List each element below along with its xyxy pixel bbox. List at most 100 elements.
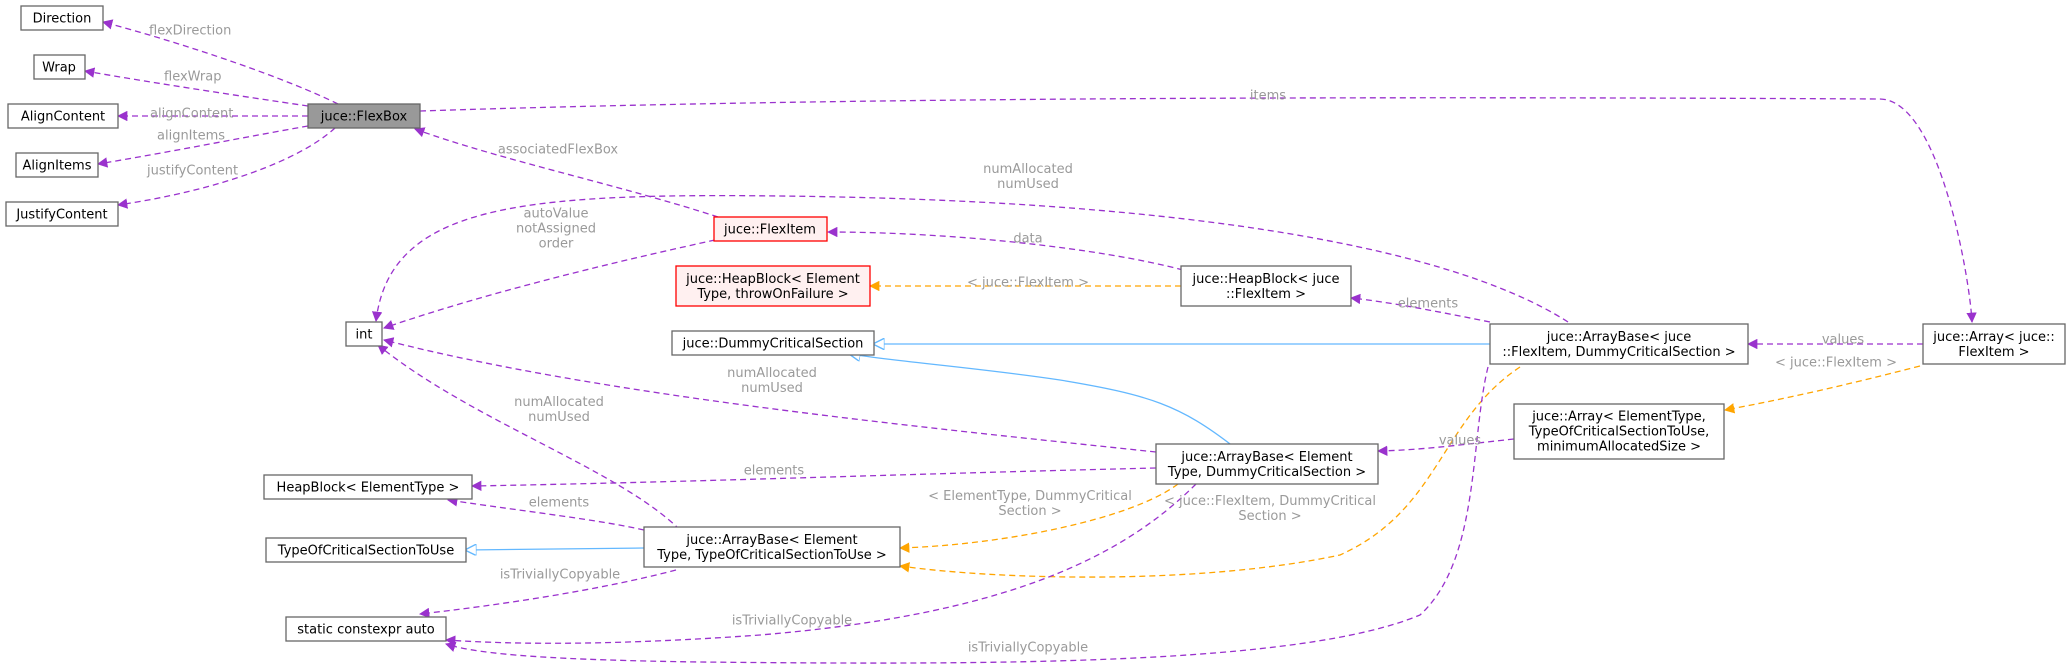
label-data: data [1013,232,1042,247]
text-line: < juce::FlexItem > [1775,356,1897,371]
text-line: juce::ArrayBase< Element [685,533,857,548]
text-line: juce::Array< juce:: [1932,330,2055,345]
text-line: values [1439,434,1482,449]
label-flexitem-template-2: < juce::FlexItem > [1775,356,1897,371]
text-line: numUsed [741,381,803,396]
text-line: flexDirection [149,24,231,39]
edge-values-mid [1376,438,1515,456]
text-line: Section > [998,504,1061,519]
edge-justify-content [116,127,336,209]
label-justify-content: justifyContent [146,164,238,179]
text-line: flexWrap [164,70,221,85]
text-line: numUsed [997,177,1059,192]
text-line: Wrap [42,61,76,76]
label-flex-direction: flexDirection [149,24,231,39]
node-heapblock-elementtype[interactable]: HeapBlock< ElementType > [263,474,473,500]
text-line: int [356,328,373,343]
text-line: juce::ArrayBase< juce [1546,330,1691,345]
text-line: Type, throwOnFailure > [696,287,848,302]
svg-text:juce::FlexItem: juce::FlexItem [723,223,816,238]
text-line: < ElementType, DummyCritical [928,489,1132,504]
text-line: alignItems [157,129,225,144]
node-direction[interactable]: Direction [20,5,104,31]
edge-associated-flexbox [414,127,719,218]
edge-trivially-copyable-1 [418,569,677,619]
node-arraybase-flexitem[interactable]: juce::ArrayBase< juce::FlexItem, DummyCr… [1489,323,1749,365]
label-flexitem-template: < juce::FlexItem > [967,276,1089,291]
label-trivially-copyable-2: isTriviallyCopyable [732,614,852,629]
text-line: associatedFlexBox [498,143,619,158]
edge-auto-value [383,239,716,330]
edge-num-allocated-mid [382,337,1157,453]
svg-text:Direction: Direction [33,12,92,27]
text-line: Type, DummyCriticalSection > [1167,465,1366,480]
svg-text:juce::Array< juce::FlexItem >: juce::Array< juce::FlexItem > [1932,330,2055,360]
node-align-items[interactable]: AlignItems [15,152,99,178]
text-line: juce::Array< ElementType, [1531,410,1706,425]
label-align-items: alignItems [157,129,225,144]
edge-inherit-tcs [466,548,645,550]
label-elements-mid: elements [744,464,805,479]
text-line: juce::HeapBlock< juce [1192,272,1340,287]
svg-text:juce::DummyCriticalSection: juce::DummyCriticalSection [682,337,864,352]
edge-flexitem-template-2 [1723,365,1921,414]
node-heapblock-flexitem[interactable]: juce::HeapBlock< juce::FlexItem > [1180,265,1352,307]
text-line: Type, TypeOfCriticalSectionToUse > [656,548,887,563]
text-line: isTriviallyCopyable [968,641,1088,656]
edge-items [419,97,1977,324]
svg-text:int: int [356,328,373,343]
edge-elements-mid [470,467,1157,492]
svg-text:TypeOfCriticalSectionToUse: TypeOfCriticalSectionToUse [277,544,454,559]
node-array-flexitem[interactable]: juce::Array< juce::FlexItem > [1922,323,2066,365]
svg-text:HeapBlock< ElementType >: HeapBlock< ElementType > [277,481,460,496]
node-int[interactable]: int [345,321,383,347]
text-line: numUsed [528,410,590,425]
svg-text:AlignItems: AlignItems [23,159,92,174]
text-line: juce::FlexItem [723,223,816,238]
text-line: values [1822,333,1865,348]
node-flexitem[interactable]: juce::FlexItem [713,216,828,242]
node-static-constexpr-auto[interactable]: static constexpr auto [285,616,447,642]
label-associated-flexbox: associatedFlexBox [498,143,619,158]
text-line: FlexItem > [1958,345,2029,360]
edge-elements-low [446,496,645,531]
text-line: AlignContent [21,110,105,125]
node-justify-content[interactable]: JustifyContent [5,201,119,227]
text-line: items [1250,89,1286,104]
svg-text:static constexpr auto: static constexpr auto [297,623,435,638]
svg-text:juce::ArrayBase< juce::FlexIte: juce::ArrayBase< juce::FlexItem, DummyCr… [1502,330,1735,360]
node-array-generic[interactable]: juce::Array< ElementType,TypeOfCriticalS… [1513,403,1725,460]
text-line: < juce::FlexItem, DummyCritical [1164,494,1376,509]
label-trivially-copyable-3: isTriviallyCopyable [968,641,1088,656]
svg-text:Wrap: Wrap [42,61,76,76]
text-line: AlignItems [23,159,92,174]
text-line: isTriviallyCopyable [500,568,620,583]
node-flexbox[interactable]: juce::FlexBox [307,103,421,129]
node-align-content[interactable]: AlignContent [7,103,119,129]
text-line: numAllocated [983,162,1073,177]
text-line: notAssigned [516,222,596,237]
text-line: elements [529,496,590,511]
edge-elements-flexitem [1349,293,1491,323]
edge-flex-direction [101,19,339,105]
svg-text:juce::HeapBlock< ElementType,: juce::HeapBlock< ElementType, throwOnFai… [685,272,860,302]
text-line: order [539,237,574,252]
text-line: TypeOfCriticalSectionToUse [277,544,454,559]
label-align-content: alignContent [150,107,233,122]
node-tcs-to-use[interactable]: TypeOfCriticalSectionToUse [265,537,467,563]
node-wrap[interactable]: Wrap [33,54,86,80]
text-line: numAllocated [514,395,604,410]
text-line: JustifyContent [15,208,107,223]
edge-num-allocated-top [371,194,1569,323]
node-dummy-critical-section[interactable]: juce::DummyCriticalSection [671,330,875,356]
svg-text:juce::Array< ElementType,TypeO: juce::Array< ElementType,TypeOfCriticalS… [1528,410,1710,455]
edge-data [826,226,1184,271]
text-line: < juce::FlexItem > [967,276,1089,291]
